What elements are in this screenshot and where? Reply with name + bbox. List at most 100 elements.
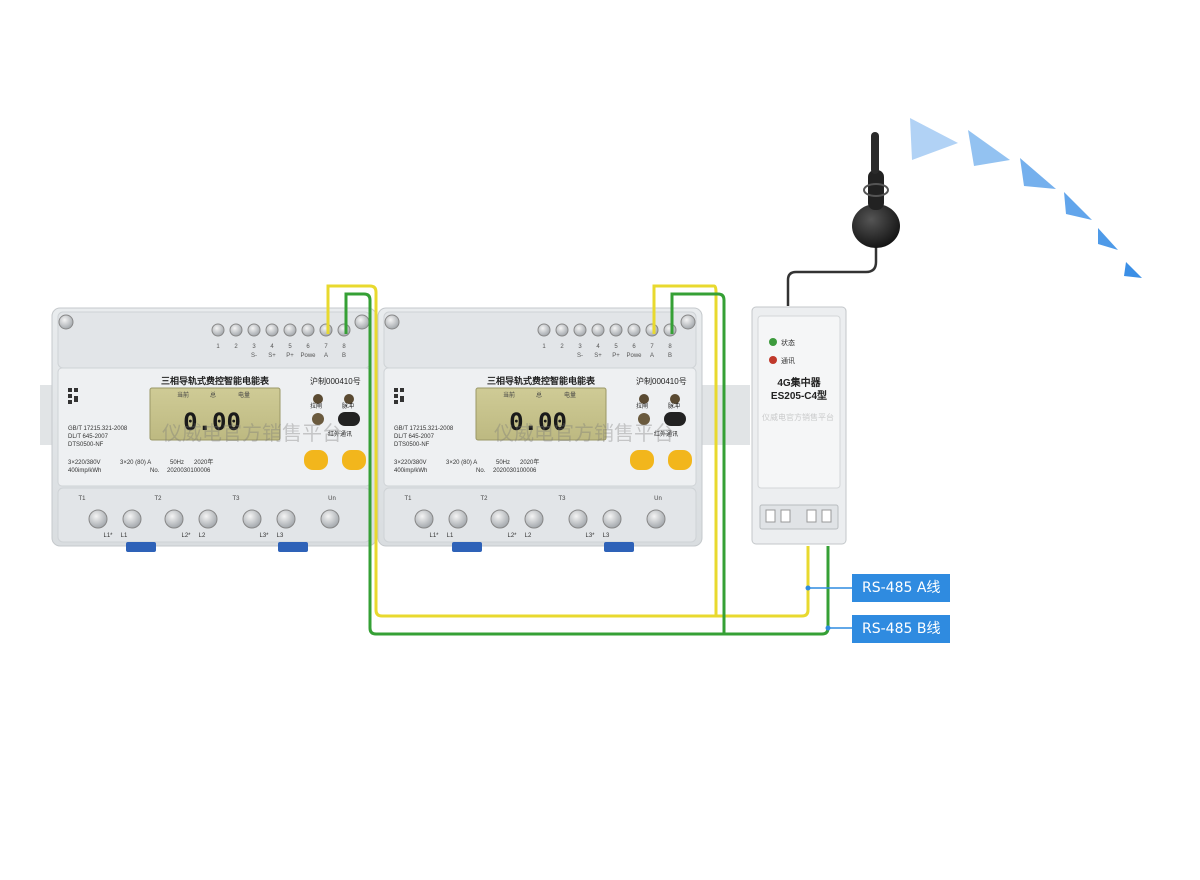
signal-arrow [1124,262,1142,278]
terminal-number: 2 [560,344,564,350]
yellow-button[interactable] [342,450,366,470]
rating-voltage: 3×220/380V [68,460,101,466]
terminal-number: 5 [288,344,292,350]
standard-2: DL/T 645-2007 [68,434,109,440]
phase-label: L2 [525,533,532,539]
4g-concentrator: 状态 通讯 4G集中器 ES205-C4型 [751,306,847,545]
brand-logo-icon [394,388,404,404]
terminal-number: 7 [650,344,654,350]
din-clip [604,542,634,552]
svg-text:仪威电官方销售平台: 仪威电官方销售平台 [162,422,342,445]
bottom-terminal-screws [414,509,666,529]
lcd-reading: 0.00 [509,408,567,436]
concentrator-name: 4G集中器 [777,376,821,389]
serial-label: No. [476,468,486,474]
yellow-button[interactable] [668,450,692,470]
terminal-label: S+ [594,353,602,359]
signal-arrow [910,118,958,160]
year: 2020年 [520,458,539,466]
ir-port [664,412,686,426]
phase-label: L1 [447,533,454,539]
energy-meter-2: 1 2 3 4 5 6 7 8 S- S+ P+ Powe A B 三相导轨式费… [377,307,703,552]
status-label: 状态 [781,338,795,347]
bottom-terminal-label: T3 [232,496,240,502]
terminal-label: P+ [286,353,294,359]
meter-title: 三相导轨式费控智能电能表 [487,375,596,386]
button-label: 红外通讯 [328,430,352,438]
phase-label: L2* [507,533,517,539]
lcd-label: 电量 [238,391,250,399]
phase-label: L1* [429,533,439,539]
terminal-number: 5 [614,344,618,350]
indicator-led [670,394,680,404]
rs485-b-wire [344,292,830,636]
cert-number: 沪制000410号 [636,376,687,386]
terminal-label: Powe [300,353,316,359]
phase-label: L1* [103,533,113,539]
rating-current: 3×20 (80) A [446,460,477,466]
signal-arrows [910,118,1142,278]
phase-label: L1 [121,533,128,539]
bottom-terminal-label: T1 [78,496,86,502]
yellow-button[interactable] [630,450,654,470]
button-label: 红外通讯 [654,430,678,438]
din-clip [278,542,308,552]
terminal-label: Powe [626,353,642,359]
pulse-constant: 400imp/kWh [394,468,427,474]
phase-label: L2* [181,533,191,539]
lcd-label: 电量 [564,391,576,399]
serial-label: No. [150,468,160,474]
terminal-number: 1 [542,344,546,350]
concentrator-model: ES205-C4型 [771,389,827,402]
signal-arrow [968,130,1010,166]
terminal-label: S+ [268,353,276,359]
terminal-label: A [650,353,654,359]
standard-1: GB/T 17215.321-2008 [394,426,454,432]
rating-current: 3×20 (80) A [120,460,151,466]
standard-1: GB/T 17215.321-2008 [68,426,128,432]
terminal-number: 7 [324,344,328,350]
cert-number: 沪制000410号 [310,376,361,386]
antenna-icon [786,132,900,306]
terminal-number: 1 [216,344,220,350]
brand-logo-icon [68,388,78,404]
terminal-number: 6 [306,344,310,350]
terminal-number: 3 [252,344,256,350]
phase-label: L2 [199,533,206,539]
indicator-led [639,394,649,404]
rating-voltage: 3×220/380V [394,460,427,466]
indicator-led [344,394,354,404]
terminal-label: B [668,353,672,359]
model-number: DTS0500-NF [394,442,430,448]
phase-label: L3 [277,533,284,539]
terminal-label: P+ [612,353,620,359]
bottom-terminal-label: T3 [558,496,566,502]
serial-number: 2020030100006 [493,468,537,474]
button-label: 拉闸 [310,402,322,410]
button-label: 脉冲 [668,402,680,410]
yellow-button[interactable] [304,450,328,470]
concentrator-terminal-block [759,504,839,530]
terminal-number: 4 [596,344,600,350]
watermark: 仪威电官方销售平台 仪威电官方销售平台 仪威电官方销售平台 [162,412,834,445]
bottom-terminal-label: T1 [404,496,412,502]
signal-arrow [1064,192,1092,220]
terminal-label: A [324,353,328,359]
lcd-label: 总 [210,391,216,399]
relay-indicator [638,413,650,425]
button-label: 拉闸 [636,402,648,410]
svg-text:仪威电官方销售平台: 仪威电官方销售平台 [762,412,834,422]
comm-led [769,356,777,364]
serial-number: 2020030100006 [167,468,211,474]
status-led [769,338,777,346]
signal-arrow [1020,158,1056,189]
energy-meter-1: 1 2 3 4 5 6 7 8 S- S+ P+ Powe A B 三相导轨式费… [51,307,377,552]
svg-text:仪威电官方销售平台: 仪威电官方销售平台 [494,422,674,445]
pulse-constant: 400imp/kWh [68,468,101,474]
terminal-number: 8 [342,344,346,350]
lcd-display [475,387,607,441]
lcd-label: 当前 [503,391,515,399]
meter-title: 三相导轨式费控智能电能表 [161,375,270,386]
relay-indicator [312,413,324,425]
